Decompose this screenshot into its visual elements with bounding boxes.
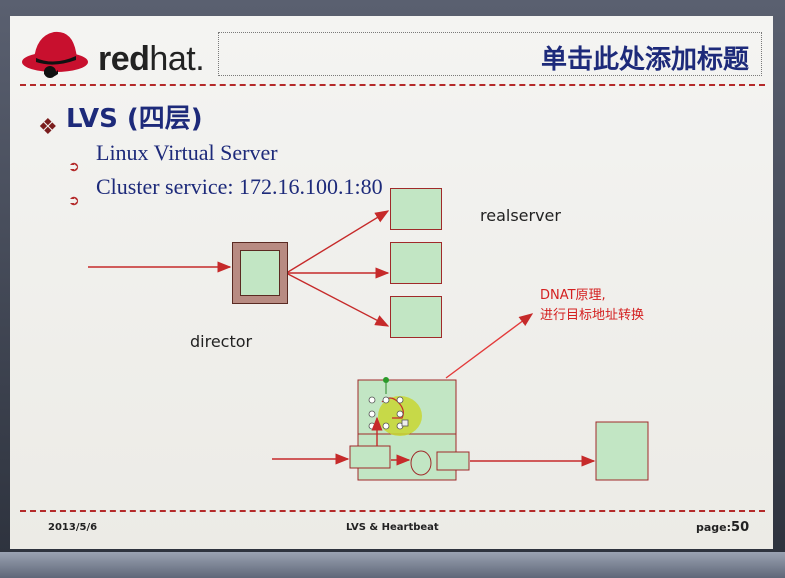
rotation-handle[interactable]: [383, 377, 389, 383]
realserver-box: [390, 242, 442, 284]
note-arrow: [445, 313, 534, 379]
director-box-inner: [240, 250, 280, 296]
destination-server-box: [595, 421, 649, 481]
resize-handle[interactable]: [396, 396, 404, 404]
dnat-note-line1: DNAT原理,: [540, 288, 606, 303]
title-placeholder-box[interactable]: 单击此处添加标题: [218, 32, 762, 76]
director-label: director: [190, 332, 253, 351]
diamond-bullet-icon: ❖: [38, 114, 58, 139]
realserver-label: realserver: [480, 206, 561, 225]
input-chain-box: [349, 445, 391, 469]
resize-handle[interactable]: [396, 410, 404, 418]
slide: redhat. 单击此处添加标题 ❖ LVS (四层) ➲ Linux Virt…: [10, 16, 773, 549]
bullet-item: Cluster service: 172.16.100.1:80: [96, 174, 383, 199]
routing-ellipse: [410, 450, 432, 476]
forward-arrow: [287, 273, 390, 327]
slide-title: 单击此处添加标题: [540, 45, 749, 75]
redhat-wordmark: redhat.: [98, 40, 205, 78]
footer-date: 2013/5/6: [48, 522, 98, 533]
arrow-bullet-icon: ➲: [68, 158, 80, 174]
realserver-box: [390, 296, 442, 338]
resize-handle[interactable]: [382, 422, 390, 430]
dnat-note-line2: 进行目标地址转换: [540, 308, 645, 323]
header-divider: [20, 84, 765, 86]
resize-handle[interactable]: [368, 422, 376, 430]
adjust-handle[interactable]: [401, 419, 409, 427]
section-heading: LVS (四层): [66, 104, 203, 134]
arrow-bullet-icon: ➲: [68, 192, 80, 208]
footer-divider: [20, 510, 765, 512]
director-box: [232, 242, 288, 304]
page-number: 50: [731, 520, 750, 535]
window-bottom-bar: [0, 552, 785, 578]
footer-page: page:50: [696, 520, 749, 535]
bullet-item: Linux Virtual Server: [96, 140, 278, 165]
resize-handle[interactable]: [368, 410, 376, 418]
page-prefix: page:: [696, 521, 732, 534]
realserver-box: [390, 188, 442, 230]
resize-handle[interactable]: [382, 396, 390, 404]
resize-handle[interactable]: [368, 396, 376, 404]
footer-title: LVS & Heartbeat: [346, 522, 439, 533]
forward-arrow: [287, 210, 390, 273]
lvs-diagram: [88, 210, 649, 481]
output-chain-box: [436, 451, 470, 471]
redhat-shadowman-icon: [22, 31, 88, 78]
